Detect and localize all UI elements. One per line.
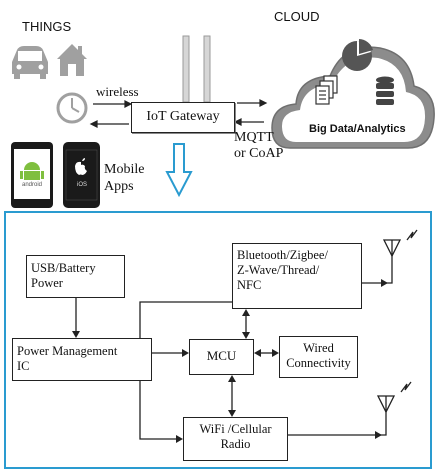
bt-line-2: Z-Wave/Thread/ <box>237 263 320 277</box>
wired-connectivity-box: Wired Connectivity <box>279 336 358 378</box>
wireless-arrows <box>89 100 133 128</box>
wired-line-1: Wired <box>303 341 334 355</box>
protocol-line-1: MQTT <box>234 130 274 145</box>
pie-chart-icon <box>342 39 373 71</box>
android-text: android <box>21 182 42 188</box>
antenna-icon-bottom <box>376 381 412 414</box>
wireless-label: wireless <box>96 84 139 99</box>
gateway-label: IoT Gateway <box>146 109 220 124</box>
car-window <box>18 51 42 61</box>
protocol-label: MQTT or CoAP <box>234 130 283 162</box>
protocol-line-2: or CoAP <box>234 146 284 161</box>
documents-icon <box>315 75 338 105</box>
antenna-icon-top <box>382 229 418 258</box>
android-phone-icon <box>11 142 53 208</box>
connector-lines <box>75 258 393 440</box>
usb-line-2: Power <box>31 276 63 290</box>
house-icon <box>57 44 87 76</box>
iot-gateway-box: IoT Gateway <box>131 102 235 133</box>
pmic-line-1: Power Management <box>17 344 118 358</box>
bt-line-3: NFC <box>237 278 262 292</box>
cloud-caption: Big Data/Analytics <box>309 123 406 135</box>
wired-line-2: Connectivity <box>286 356 351 370</box>
down-arrow-icon <box>165 143 193 198</box>
wifi-cellular-box: WiFi /Cellular Radio <box>183 417 288 461</box>
ios-text: iOS <box>76 182 87 188</box>
pmic-line-2: IC <box>17 359 30 373</box>
mobile-line-1: Mobile <box>104 162 145 177</box>
pmic-box: Power Management IC <box>12 338 152 381</box>
wifi-line-1: WiFi /Cellular <box>199 422 272 436</box>
cloud-label: CLOUD <box>274 9 320 24</box>
usb-battery-box: USB/Battery Power <box>26 255 125 298</box>
database-icon <box>376 76 394 105</box>
car-icon <box>12 46 48 79</box>
iphone-icon <box>63 142 100 208</box>
mobile-apps-label: Mobile Apps <box>104 161 144 195</box>
bluetooth-box: Bluetooth/Zigbee/ Z-Wave/Thread/ NFC <box>232 243 362 309</box>
clock-icon <box>56 92 88 124</box>
mcu-label: MCU <box>206 348 237 363</box>
device-block-frame <box>4 211 432 469</box>
usb-line-1: USB/Battery <box>31 261 96 275</box>
bt-line-1: Bluetooth/Zigbee/ <box>237 248 328 262</box>
cloud-arrows <box>233 99 268 126</box>
mcu-box: MCU <box>189 339 254 375</box>
wifi-line-2: Radio <box>220 437 251 451</box>
mobile-line-2: Apps <box>104 179 134 194</box>
things-label: THINGS <box>22 19 72 34</box>
gateway-antennas <box>182 35 211 103</box>
